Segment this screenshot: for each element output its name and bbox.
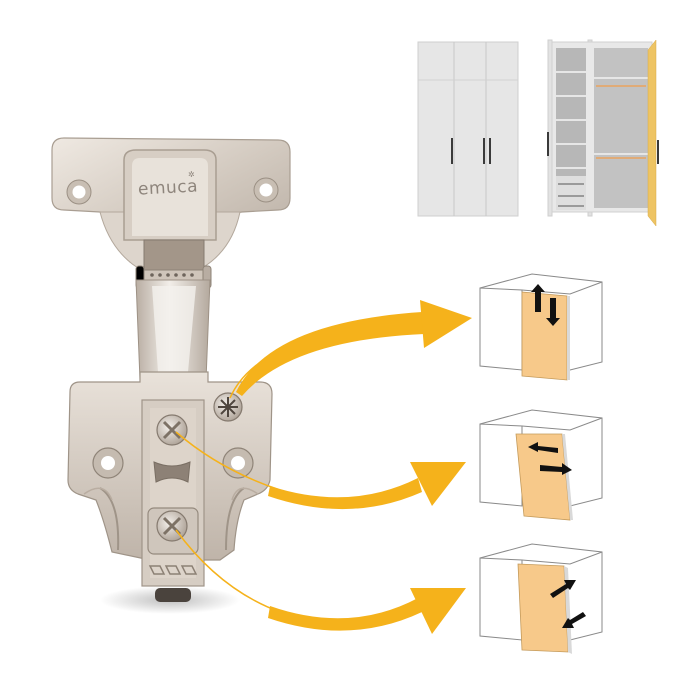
brand-mark-icon: ✲ — [188, 170, 195, 179]
diagram-lateral-adjust — [479, 409, 603, 521]
diagram-vertical-adjust — [479, 273, 603, 381]
diagram-depth-adjust — [479, 543, 603, 654]
wardrobe-closed — [417, 41, 519, 217]
brand-logo: emuca — [137, 176, 199, 200]
cam-screw — [213, 392, 243, 422]
bottom-screw — [156, 510, 188, 542]
center-screw — [156, 414, 188, 446]
hinge — [51, 137, 291, 614]
adjustment-arrows — [175, 300, 472, 634]
wardrobe-open — [547, 39, 659, 227]
